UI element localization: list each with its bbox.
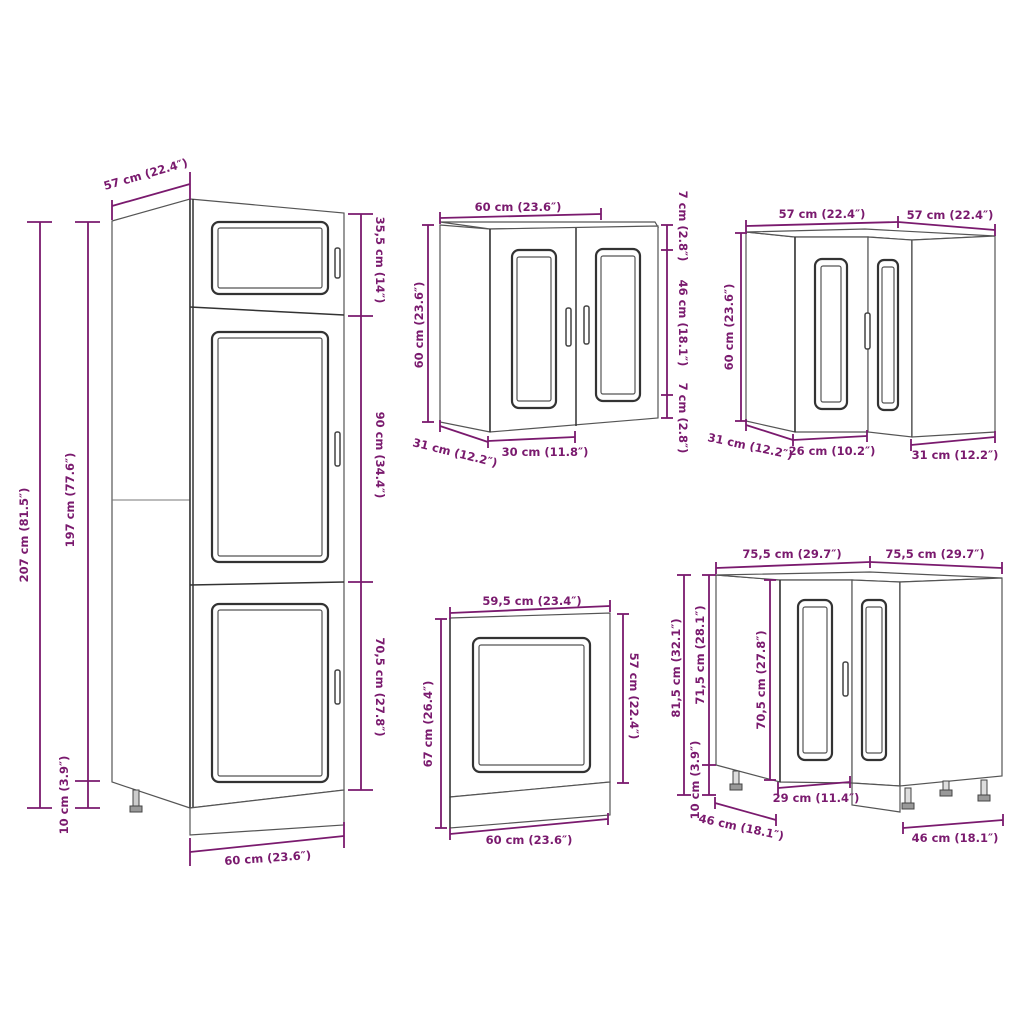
wall-width-label: 60 cm (23.6″) <box>475 200 562 214</box>
corner-right-door-panel <box>876 258 900 412</box>
wall-corner-cabinet: 57 cm (22.4″) 57 cm (22.4″) 60 cm (23.6″… <box>706 207 998 462</box>
handle-icon <box>864 312 871 350</box>
base-corner-cabinet: 75,5 cm (29.7″) 75,5 cm (29.7″) 81,5 cm … <box>669 547 1004 845</box>
base-corner-door-height-label: 70,5 cm (27.8″) <box>754 630 768 729</box>
leg-icon <box>977 779 991 802</box>
wall-corner-width-right-label: 57 cm (22.4″) <box>907 208 994 222</box>
dishwasher-width-top-label: 59,5 cm (23.4″) <box>482 594 581 608</box>
left-door-panel <box>510 248 558 410</box>
bottom-door-height-label: 70,5 cm (27.8″) <box>373 637 387 736</box>
handle-icon <box>583 305 590 345</box>
handle-icon <box>334 431 341 467</box>
base-corner-door-width-label: 29 cm (11.4″) <box>773 791 860 805</box>
top-door-panel <box>210 220 330 296</box>
wall-corner-door-width-label: 26 cm (10.2″) <box>789 444 876 458</box>
leg-icon <box>939 780 953 797</box>
tall-total-height-label: 207 cm (81.5″) <box>17 488 31 583</box>
wall-height-label: 60 cm (23.6″) <box>412 282 426 369</box>
handle-icon <box>334 669 341 705</box>
base-corner-width-right-label: 75,5 cm (29.7″) <box>885 547 984 561</box>
panel-height-label: 46 cm (18.1″) <box>676 280 690 367</box>
tall-width-label: 60 cm (23.6″) <box>224 848 312 868</box>
handle-icon <box>565 307 572 347</box>
dishwasher-panel-height-label: 57 cm (22.4″) <box>627 653 641 740</box>
base-corner-right-side <box>899 577 1003 787</box>
bottom-door-panel <box>210 602 330 784</box>
wall-cabinet-side <box>439 224 491 433</box>
leg-icon <box>729 770 743 791</box>
base-corner-right-door-panel <box>860 598 888 762</box>
tall-cabinet: 57 cm (22.4″) 207 cm (81.5″) 197 cm (77.… <box>17 155 387 868</box>
wall-corner-depth-left-label: 31 cm (12.2″) <box>706 430 794 462</box>
handle-icon <box>842 661 849 697</box>
wall-corner-right-side <box>911 235 996 438</box>
wall-corner-left-side <box>745 231 796 433</box>
top-margin-label: 7 cm (2.8″) <box>676 191 690 262</box>
corner-left-door-panel <box>813 257 849 411</box>
base-corner-depth-right-label: 46 cm (18.1″) <box>912 831 999 845</box>
base-corner-left-door-panel <box>796 598 834 762</box>
dishwasher-panel: 59,5 cm (23.4″) 57 cm (22.4″) 67 cm (26.… <box>421 594 641 847</box>
base-corner-total-height-label: 81,5 cm (32.1″) <box>669 618 683 717</box>
tall-cabinet-side <box>111 198 191 809</box>
middle-door-panel <box>210 330 330 564</box>
tall-plinth-height-label: 10 cm (3.9″) <box>57 756 71 835</box>
tall-body-height-label: 197 cm (77.6″) <box>63 453 77 548</box>
handle-icon <box>334 247 341 279</box>
base-corner-body-height-label: 71,5 cm (28.1″) <box>693 605 707 704</box>
wall-corner-width-left-label: 57 cm (22.4″) <box>779 207 866 221</box>
dishwasher-door-panel <box>471 636 592 774</box>
dishwasher-width-bottom-label: 60 cm (23.6″) <box>486 833 573 847</box>
base-corner-depth-left-label: 46 cm (18.1″) <box>697 811 785 843</box>
base-corner-leg-height-label: 10 cm (3.9″) <box>688 741 702 820</box>
dishwasher-total-height-label: 67 cm (26.4″) <box>421 681 435 768</box>
right-door-panel <box>594 247 642 403</box>
wall-door-width-label: 30 cm (11.8″) <box>502 445 589 459</box>
base-corner-width-left-label: 75,5 cm (29.7″) <box>742 547 841 561</box>
wall-corner-depth-right-label: 31 cm (12.2″) <box>912 448 999 462</box>
middle-door-height-label: 90 cm (34.4″) <box>373 412 387 499</box>
wall-cabinet: 60 cm (23.6″) 60 cm (23.6″) 7 cm (2.8″) … <box>411 191 690 470</box>
wall-corner-height-label: 60 cm (23.6″) <box>722 284 736 371</box>
top-door-height-label: 35,5 cm (14″) <box>373 217 387 304</box>
leg-icon <box>901 787 915 810</box>
bottom-margin-label: 7 cm (2.8″) <box>676 383 690 454</box>
